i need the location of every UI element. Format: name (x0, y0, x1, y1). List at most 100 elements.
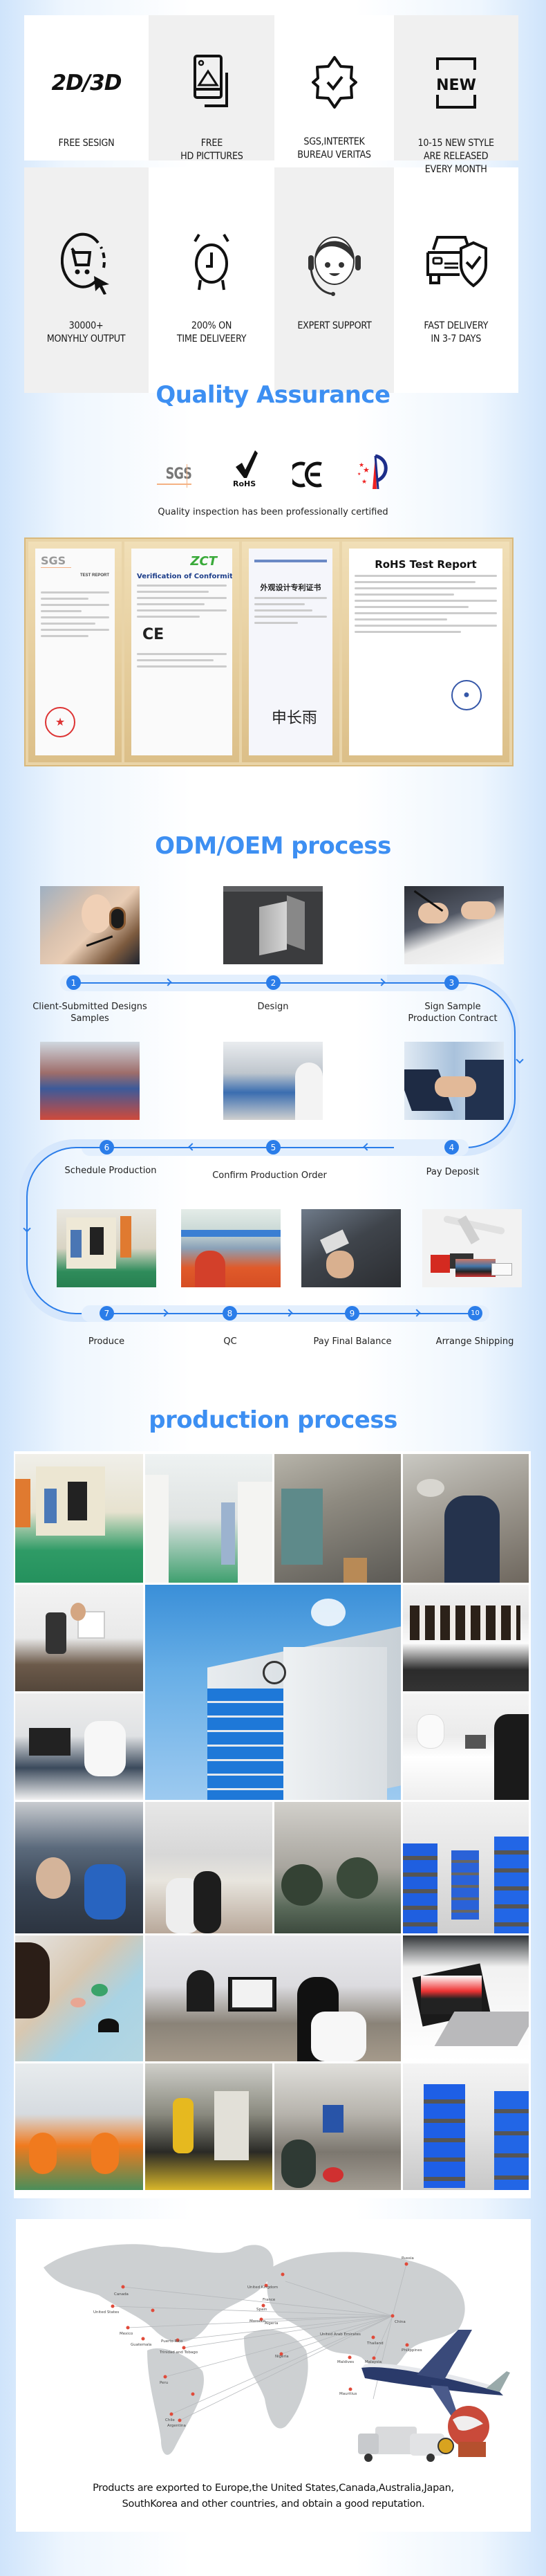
photo-office-manager[interactable] (15, 1585, 143, 1691)
step-node-5: 5 (266, 1140, 281, 1154)
svg-text:★: ★ (361, 478, 367, 485)
photo-worker-polishing[interactable] (403, 1454, 529, 1583)
quality-subtitle: Quality inspection has been professional… (158, 507, 388, 517)
feature-expert-support: EXPERT SUPPORT (274, 167, 394, 393)
certification-logos: SGS RoHS ★★★★ (149, 448, 397, 490)
svg-text:United Arab Emirates: United Arab Emirates (320, 2333, 361, 2337)
process-flow-track (0, 0, 546, 1322)
svg-text:United States: United States (93, 2310, 119, 2315)
svg-text:★: ★ (363, 466, 370, 475)
step-label-5: Confirm Production Order (212, 1170, 327, 1181)
svg-text:Thailand: Thailand (366, 2342, 384, 2346)
svg-text:Russia: Russia (402, 2256, 414, 2261)
airplane-icon (361, 2330, 510, 2416)
certificate-sgs[interactable]: SGS TEST REPORT ★ (28, 542, 122, 762)
photo-tumbling-machines[interactable] (274, 1802, 401, 1933)
svg-text:Argentina: Argentina (167, 2424, 186, 2428)
feature-label: FREE HD PICTTURES (180, 138, 243, 162)
step-label-8: QC (223, 1336, 237, 1347)
photo-team[interactable] (403, 1585, 529, 1691)
step-label-3: Sign Sample Production Contract (408, 1002, 498, 1024)
svg-text:Spain: Spain (256, 2308, 267, 2312)
svg-text:Nigeria: Nigeria (275, 2355, 289, 2359)
photo-cnc-workshop-aisle[interactable] (145, 1454, 272, 1583)
photo-storage-bins[interactable] (403, 2063, 529, 2190)
svg-text:Puerto Rico: Puerto Rico (161, 2339, 183, 2344)
delivery-trucks-globe-icon (358, 2406, 489, 2462)
svg-text:Trinidad and Tobago: Trinidad and Tobago (159, 2350, 198, 2355)
image-gallery-icon (192, 55, 231, 111)
photo-design-office-2 (223, 1042, 323, 1120)
2d-3d-text: 2D/3D (51, 71, 122, 95)
feature-label: EXPERT SUPPORT (296, 320, 372, 331)
svg-text:Maldives: Maldives (337, 2360, 354, 2364)
photo-tumbling-room[interactable] (274, 2063, 401, 2190)
photo-sales-office[interactable] (145, 1935, 401, 2061)
svg-text:France: France (263, 2298, 276, 2302)
export-description: Products are exported to Europe,the Unit… (93, 2483, 454, 2510)
shopping-cart-cursor-icon (61, 232, 112, 295)
step-node-9: 9 (345, 1306, 359, 1321)
feature-label: 10-15 NEW STYLE ARE RELEASED EVERY MONTH (417, 138, 495, 175)
photo-laptop-website[interactable] (403, 1935, 529, 2061)
feature-label: 200% ON TIME DELIVEERY (176, 320, 247, 344)
photo-company-building[interactable] (145, 1585, 401, 1800)
blue-stamp-icon: ● (451, 680, 482, 710)
certificate-verification-conformity[interactable]: ZCT Verification of Conformity CE (124, 542, 239, 762)
svg-text:Mexico: Mexico (120, 2332, 133, 2336)
quality-assurance-title: Quality Assurance (156, 381, 390, 409)
feature-free-design: 2D/3D FREE SESIGN (24, 15, 149, 160)
svg-text:★: ★ (357, 472, 361, 477)
step-label-4: Pay Deposit (426, 1167, 480, 1177)
feature-certifications: SGS,INTERTEK BUREAU VERITAS (274, 15, 394, 160)
photo-machinery[interactable] (145, 2063, 272, 2190)
feature-fast-delivery: FAST DELIVERY IN 3-7 DAYS (394, 167, 518, 393)
photo-signing-contract (404, 886, 504, 964)
svg-text:Malaysia: Malaysia (365, 2360, 382, 2364)
photo-cnc-machines[interactable] (15, 1454, 143, 1583)
svg-text:United Kingdom: United Kingdom (247, 2285, 278, 2290)
photo-assembly-workers[interactable] (15, 2063, 143, 2190)
customer-support-headset-icon (307, 233, 362, 296)
feature-monthly-output: 30000+ MONYHLY OUTPUT (24, 167, 149, 393)
verified-badge-icon (311, 55, 357, 109)
red-stamp-icon: ★ (45, 707, 75, 737)
feature-label: 30000+ MONYHLY OUTPUT (47, 320, 126, 344)
svg-text:Chile: Chile (165, 2418, 175, 2422)
ce-logo (288, 461, 323, 489)
svg-text:Morocco: Morocco (250, 2319, 266, 2324)
feature-label: FAST DELIVERY IN 3-7 DAYS (424, 320, 489, 344)
photo-meeting-room[interactable] (403, 1693, 529, 1800)
photo-3d-model-software (223, 886, 323, 964)
step-node-3: 3 (444, 975, 459, 990)
svg-text:Philippines: Philippines (402, 2348, 422, 2353)
photo-rollers-workbench[interactable] (15, 1802, 143, 1933)
photo-grinding-machines[interactable] (274, 1454, 401, 1583)
step-node-10: 10 (468, 1306, 482, 1321)
rohs-logo: RoHS (233, 450, 258, 489)
certificate-rohs-report[interactable]: RoHS Test Report ● (341, 542, 509, 762)
svg-text:NEW: NEW (436, 77, 476, 94)
photo-cnc-machine (57, 1209, 156, 1287)
photo-production-line[interactable] (145, 1802, 272, 1933)
feature-label: SGS,INTERTEK BUREAU VERITAS (297, 136, 371, 160)
svg-text:Guatemala: Guatemala (131, 2343, 151, 2347)
step-node-6: 6 (100, 1140, 114, 1154)
svg-text:★: ★ (359, 461, 364, 468)
step-node-7: 7 (100, 1306, 114, 1321)
step-label-7: Produce (88, 1336, 125, 1347)
production-photo-grid (14, 1451, 531, 2198)
step-node-8: 8 (223, 1306, 237, 1321)
photo-plane-truck-ship (422, 1209, 522, 1287)
svg-text:Canada: Canada (114, 2292, 129, 2297)
certificate-design-patent[interactable]: 外观设计专利证书 申长雨 (242, 542, 339, 762)
photo-quality-inspection[interactable] (15, 1693, 143, 1800)
photo-measuring-product[interactable] (15, 1935, 143, 2061)
svg-text:Algeria: Algeria (265, 2321, 278, 2326)
step-node-2: 2 (266, 975, 281, 990)
feature-hd-pictures: FREE HD PICTTURES (149, 15, 274, 162)
photo-warehouse-shelves[interactable] (403, 1802, 529, 1933)
step-label-10: Arrange Shipping (435, 1336, 514, 1347)
